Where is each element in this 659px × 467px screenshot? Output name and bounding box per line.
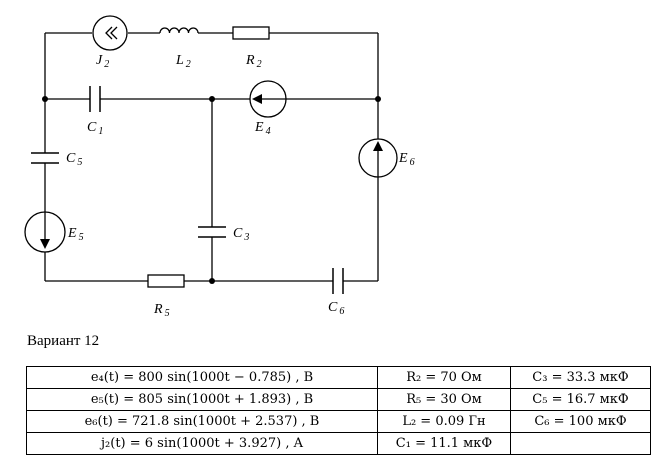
- parameters-table: e₄(t) = 800 sin(1000t − 0.785) , B R₂ = …: [26, 366, 651, 455]
- table-cell-j2: j₂(t) = 6 sin(1000t + 3.927) , A: [26, 432, 378, 455]
- capacitor-c3: [198, 226, 226, 238]
- table-row: j₂(t) = 6 sin(1000t + 3.927) , A C₁ = 11…: [26, 432, 651, 455]
- capacitor-c1: [89, 86, 101, 112]
- node-left-mid: [42, 96, 48, 102]
- table-cell-r5: R₅ = 30 Ом: [377, 388, 511, 411]
- table-cell-e6: e₆(t) = 721.8 sin(1000t + 2.537) , B: [26, 410, 378, 433]
- table-cell-empty: [510, 432, 651, 455]
- resistor-r5: [147, 274, 185, 288]
- node-right-mid: [375, 96, 381, 102]
- table-cell-e4: e₄(t) = 800 sin(1000t − 0.785) , B: [26, 366, 378, 389]
- table-cell-l2: L₂ = 0.09 Гн: [377, 410, 511, 433]
- variant-title: Вариант 12: [27, 333, 100, 349]
- table-row: e₅(t) = 805 sin(1000t + 1.893) , B R₅ = …: [26, 388, 651, 411]
- table-cell-e5: e₅(t) = 805 sin(1000t + 1.893) , B: [26, 388, 378, 411]
- table-row: e₆(t) = 721.8 sin(1000t + 2.537) , B L₂ …: [26, 410, 651, 433]
- table-cell-r2: R₂ = 70 Ом: [377, 366, 511, 389]
- voltage-source-e6: [358, 138, 398, 178]
- voltage-source-e4: [249, 80, 287, 118]
- table-cell-c3: C₃ = 33.3 мкФ: [510, 366, 651, 389]
- current-source-j2: [92, 15, 128, 51]
- resistor-r2: [232, 26, 270, 40]
- table-cell-c5: C₅ = 16.7 мкФ: [510, 388, 651, 411]
- table-cell-c1: C₁ = 11.1 мкФ: [377, 432, 511, 455]
- table-row: e₄(t) = 800 sin(1000t − 0.785) , B R₂ = …: [26, 366, 651, 389]
- inductor-l2: [159, 27, 199, 34]
- node-center-bottom: [209, 278, 215, 284]
- voltage-source-e5: [24, 211, 66, 253]
- node-center-mid: [209, 96, 215, 102]
- table-cell-c6: C₆ = 100 мкФ: [510, 410, 651, 433]
- capacitor-c6: [332, 268, 344, 294]
- capacitor-c5: [31, 152, 59, 164]
